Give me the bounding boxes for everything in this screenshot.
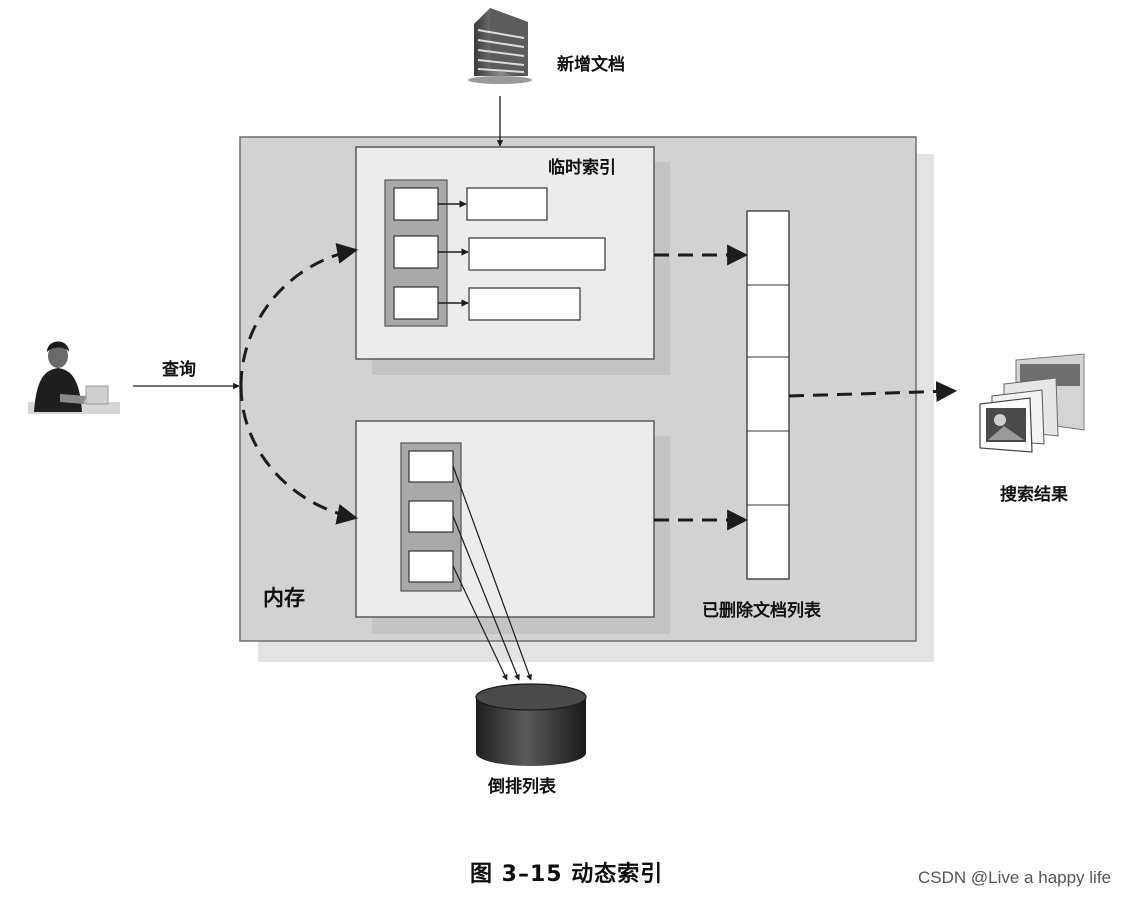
temp-term-slot: [393, 187, 439, 221]
main-term-slot: [408, 550, 454, 583]
database-cylinder-icon: [475, 683, 587, 766]
temp-posting-list: [468, 237, 606, 271]
search-results-label: 搜索结果: [1000, 484, 1068, 505]
temp-term-slot: [393, 286, 439, 320]
temp-index-label: 临时索引: [548, 157, 616, 178]
query-to-temp-index-dashed-arrow: [239, 243, 359, 387]
main-term-to-disk-arrow: [452, 515, 520, 681]
temp-posting-list: [468, 287, 581, 321]
person-at-computer-icon: [28, 341, 120, 414]
stacked-photos-icon: [979, 353, 1085, 453]
building-icon: [468, 8, 532, 84]
deleted-doc-list-label: 已删除文档列表: [702, 600, 822, 621]
main-term-to-disk-arrow: [452, 465, 532, 681]
new-document-label: 新增文档: [557, 54, 625, 75]
temp-posting-list: [466, 187, 548, 221]
deleted-doc-list-column: [746, 210, 790, 580]
query-label: 查询: [161, 359, 196, 380]
main-term-slot: [408, 450, 454, 483]
watermark: CSDN @Live a happy life: [918, 868, 1112, 887]
figure-caption: 图 3–15 动态索引: [470, 862, 664, 887]
deleted-list-to-results-arrow: [788, 381, 958, 403]
temp-term-slot: [393, 235, 439, 269]
inverted-list-label: 倒排列表: [487, 776, 557, 797]
main-term-slot: [408, 500, 454, 533]
memory-label: 内存: [263, 586, 305, 610]
main-term-to-disk-arrow: [452, 565, 508, 681]
temp-index-box: 临时索引: [355, 146, 670, 375]
deleted-doc-list: 已删除文档列表: [702, 210, 822, 621]
main-index-box: [355, 420, 670, 634]
